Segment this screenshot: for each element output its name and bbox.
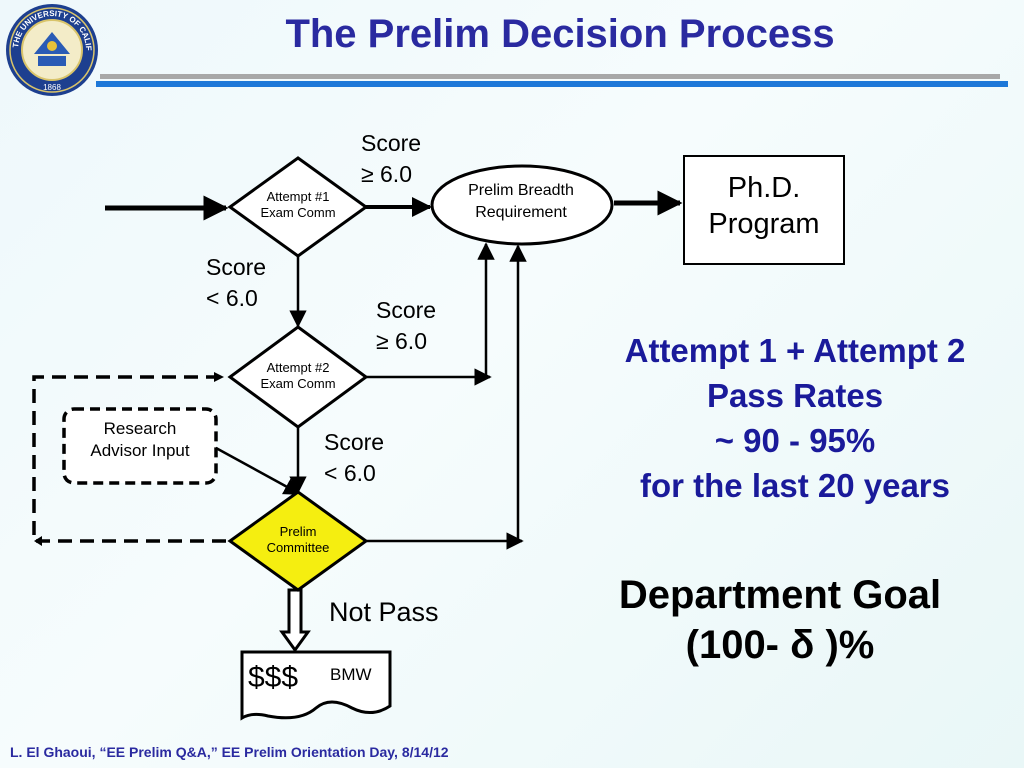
advisor-box	[62, 407, 218, 485]
dashed-loop-arrowhead	[214, 372, 224, 382]
goal-line-2: (100- δ )%	[685, 623, 875, 667]
phd-label: Ph.D. Program	[708, 172, 820, 240]
title-rule	[96, 81, 1008, 87]
page-title: The Prelim Decision Process	[285, 12, 835, 56]
dashed-feedback-loop	[32, 375, 226, 543]
stats-line-1: Attempt 1 + Attempt 2	[624, 332, 966, 369]
breadth-ellipse	[430, 164, 614, 246]
attempt2-label: Attempt #2 Exam Comm	[260, 360, 336, 391]
footer-citation: L. El Ghaoui, “EE Prelim Q&A,” EE Prelim…	[10, 744, 449, 760]
department-goal: Department Goal (100- δ )%	[580, 570, 980, 670]
advisor-label: Research Advisor Input	[90, 419, 190, 460]
stats-line-2: Pass Rates	[706, 377, 884, 414]
attempt1-diamond	[227, 156, 369, 258]
score-lt-label-1: Score < 6.0	[206, 254, 267, 311]
attempt2-diamond	[227, 325, 369, 429]
arrow-advisor-committee	[197, 432, 302, 496]
money-label: $$$	[248, 661, 299, 694]
money-banknote	[240, 650, 392, 721]
svg-text:1868: 1868	[43, 83, 61, 92]
score-ge-label-mid: Score ≥ 6.0	[376, 297, 437, 354]
title-rule-shadow	[100, 74, 1000, 79]
attempt1-label: Attempt #1 Exam Comm	[260, 189, 336, 220]
arrow-committee-to-money	[279, 588, 311, 653]
bmw-label: BMW	[330, 665, 372, 684]
not-pass-label: Not Pass	[329, 597, 439, 627]
score-lt-label-2: Score < 6.0	[324, 429, 385, 486]
dashed-loop-arrowhead-left	[34, 536, 42, 546]
stats-line-4: for the last 20 years	[640, 467, 950, 504]
committee-label: Prelim Committee	[266, 524, 330, 555]
breadth-label: Prelim Breadth Requirement	[468, 182, 574, 221]
stats-line-3: ~ 90 - 95%	[714, 422, 876, 459]
phd-box	[683, 155, 845, 265]
score-ge-label-top: Score ≥ 6.0	[361, 130, 422, 187]
committee-diamond	[227, 490, 369, 592]
pass-rate-stats: Attempt 1 + Attempt 2 Pass Rates ~ 90 - …	[580, 328, 1010, 508]
goal-line-1: Department Goal	[618, 573, 942, 617]
university-seal-logo: THE UNIVERSITY OF CALIFORNIA 1868	[4, 2, 98, 96]
